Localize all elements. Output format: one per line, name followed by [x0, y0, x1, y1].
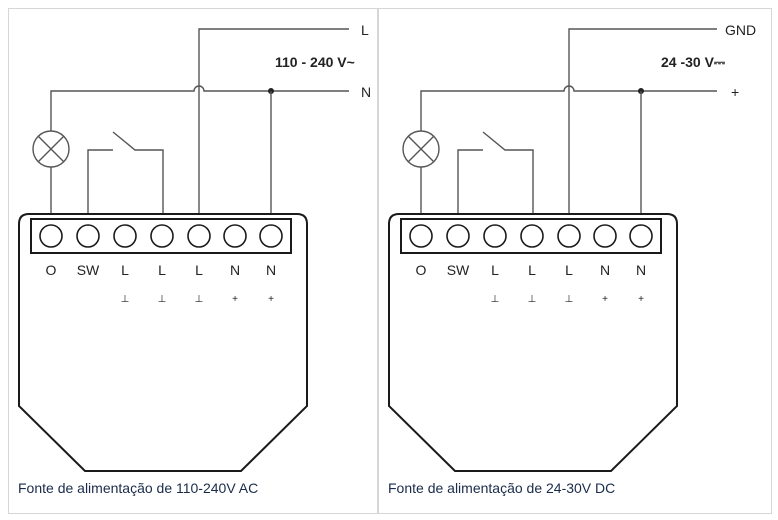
voltage-label: 110 - 240 V~	[275, 54, 355, 70]
terminal-label: L	[158, 262, 166, 278]
terminal-label: N	[266, 262, 276, 278]
polarity-mark: +	[638, 294, 644, 305]
polarity-marks: ⊥ ⊥ ⊥ + +	[491, 294, 644, 305]
line-label-bottom: +	[731, 84, 739, 100]
polarity-mark: ⊥	[121, 294, 130, 305]
terminal-label: L	[491, 262, 499, 278]
diagram-panel-ac: L 110 - 240 V~ N	[8, 8, 378, 514]
positive-wire	[420, 85, 717, 144]
lamp-icon	[402, 130, 440, 168]
wiring-diagram-dc: GND 24 -30 V⎓ + O SW L L	[388, 22, 756, 472]
line-label-top: GND	[725, 22, 756, 38]
wiring-diagram-ac: L 110 - 240 V~ N	[18, 22, 371, 472]
polarity-mark: ⊥	[565, 294, 574, 305]
terminal-label: L	[528, 262, 536, 278]
terminal-label: N	[230, 262, 240, 278]
relay-module-body	[388, 213, 678, 472]
terminal-labels: O SW L L L N N	[46, 262, 277, 278]
lamp-icon	[32, 130, 70, 168]
voltage-label: 24 -30 V⎓	[661, 54, 726, 70]
terminal-screws	[409, 224, 653, 248]
polarity-mark: ⊥	[528, 294, 537, 305]
polarity-mark: ⊥	[158, 294, 167, 305]
terminal-label: O	[46, 262, 57, 278]
diagram-caption: Fonte de alimentação de 24-30V DC	[388, 480, 616, 496]
line-label-top: L	[361, 22, 369, 38]
live-wire	[198, 28, 349, 221]
polarity-mark: +	[602, 294, 608, 305]
terminal-label: SW	[447, 262, 470, 278]
polarity-mark: ⊥	[195, 294, 204, 305]
polarity-mark: +	[268, 294, 274, 305]
diagram-panel-dc: GND 24 -30 V⎓ + O SW L L	[378, 8, 772, 514]
terminal-label: N	[600, 262, 610, 278]
polarity-mark: +	[232, 294, 238, 305]
relay-module-body	[18, 213, 308, 472]
terminal-screws	[39, 224, 283, 248]
terminal-label: L	[195, 262, 203, 278]
terminal-label: SW	[77, 262, 100, 278]
switch-icon	[87, 131, 164, 221]
terminal-labels: O SW L L L N N	[416, 262, 647, 278]
polarity-marks: ⊥ ⊥ ⊥ + +	[121, 294, 274, 305]
switch-icon	[457, 131, 534, 221]
terminal-label: L	[565, 262, 573, 278]
terminal-label: O	[416, 262, 427, 278]
line-label-bottom: N	[361, 84, 371, 100]
terminal-label: L	[121, 262, 129, 278]
terminal-label: N	[636, 262, 646, 278]
polarity-mark: ⊥	[491, 294, 500, 305]
diagram-caption: Fonte de alimentação de 110-240V AC	[18, 480, 259, 496]
ground-wire	[568, 28, 717, 221]
neutral-wire	[50, 85, 349, 144]
